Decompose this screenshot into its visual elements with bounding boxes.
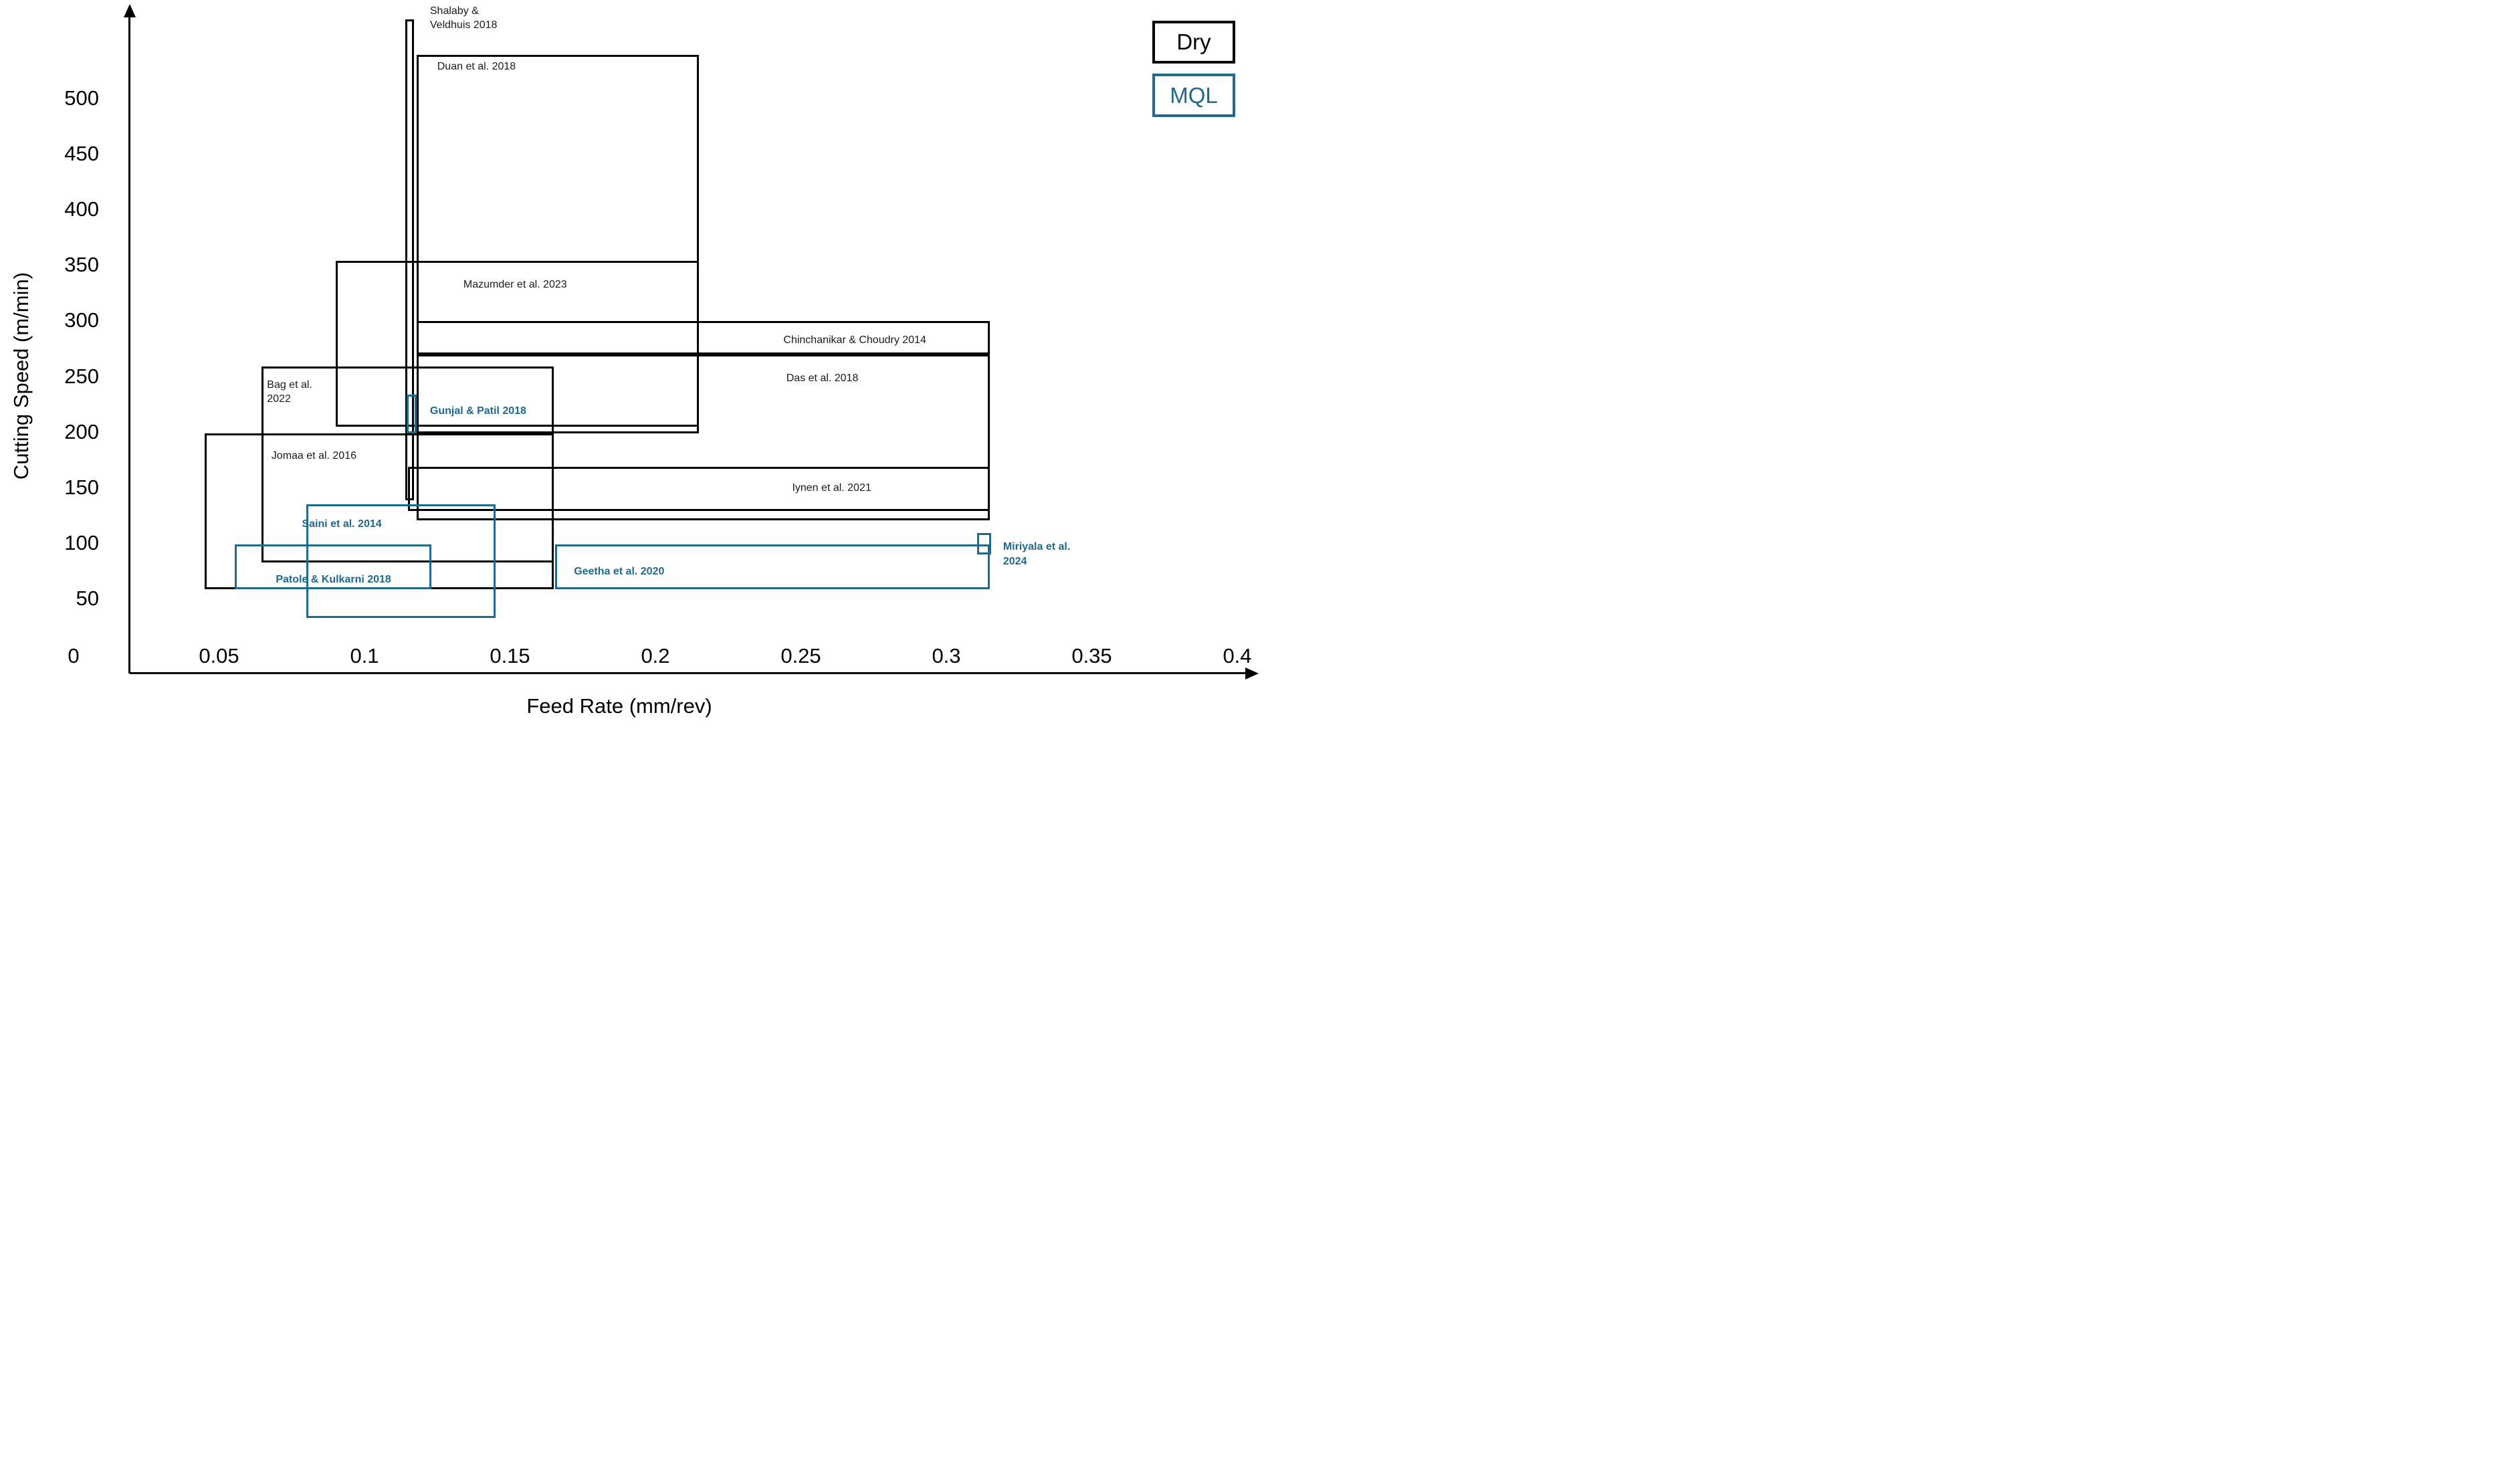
study-rect-das-et-al-2018 bbox=[417, 354, 990, 520]
study-label-jomaa-et-al-2016: Jomaa et al. 2016 bbox=[271, 450, 356, 462]
study-label-gunjal-patil-2018: Gunjal & Patil 2018 bbox=[429, 405, 526, 417]
x-tick-label-0.05: 0.05 bbox=[199, 644, 239, 667]
study-rect-iynen-et-al-2021 bbox=[408, 466, 990, 512]
y-tick-label-350: 350 bbox=[64, 253, 99, 277]
y-tick-label-100: 100 bbox=[64, 531, 99, 555]
study-label-shalaby-veldhuis-2018: Shalaby & Veldhuis 2018 bbox=[429, 5, 498, 31]
y-tick-label-450: 450 bbox=[64, 141, 99, 165]
y-tick-label-250: 250 bbox=[64, 364, 99, 388]
y-tick-label-50: 50 bbox=[76, 587, 99, 611]
study-rect-miriyala-et-al-2024 bbox=[976, 533, 992, 555]
study-label-bag-et-al-2022: Bag et al. 2022 bbox=[267, 379, 312, 405]
x-tick-label-0.3: 0.3 bbox=[932, 644, 961, 667]
study-label-iynen-et-al-2021: Iynen et al. 2021 bbox=[792, 482, 871, 494]
x-tick-label-0.35: 0.35 bbox=[1071, 644, 1112, 667]
x-tick-label-0.15: 0.15 bbox=[490, 644, 530, 667]
x-tick-label-0.4: 0.4 bbox=[1223, 644, 1252, 667]
study-label-duan-et-al-2018: Duan et al. 2018 bbox=[437, 60, 516, 72]
x-tick-label-0.1: 0.1 bbox=[350, 644, 379, 667]
study-rect-geetha-et-al-2020 bbox=[554, 544, 990, 589]
study-rect-duan-et-al-2018 bbox=[417, 55, 700, 433]
study-label-geetha-et-al-2020: Geetha et al. 2020 bbox=[574, 566, 665, 578]
study-rect-mazumder-et-al-2023 bbox=[335, 260, 700, 427]
study-label-saini-et-al-2014: Saini et al. 2014 bbox=[302, 518, 382, 530]
study-rect-chinchanikar-choudry-2014 bbox=[417, 320, 990, 354]
y-tick-label-300: 300 bbox=[64, 308, 99, 332]
x-axis-line bbox=[130, 672, 1249, 674]
x-tick-label-0.2: 0.2 bbox=[641, 644, 670, 667]
legend-item-mql: MQL bbox=[1152, 74, 1235, 117]
study-label-patole-kulkarni-2018: Patole & Kulkarni 2018 bbox=[276, 573, 391, 585]
y-tick-label-400: 400 bbox=[64, 197, 99, 221]
study-rect-patole-kulkarni-2018 bbox=[235, 544, 432, 589]
y-tick-label-500: 500 bbox=[64, 86, 99, 110]
study-rect-saini-et-al-2014 bbox=[306, 504, 496, 618]
x-axis-arrow-icon bbox=[1245, 667, 1259, 680]
x-axis-title: Feed Rate (mm/rev) bbox=[526, 694, 712, 718]
study-label-mazumder-et-al-2023: Mazumder et al. 2023 bbox=[463, 278, 567, 290]
x-tick-label-0: 0 bbox=[68, 644, 80, 667]
study-label-das-et-al-2018: Das et al. 2018 bbox=[786, 372, 859, 384]
legend-label-mql: MQL bbox=[1170, 82, 1218, 108]
y-axis-arrow-icon bbox=[124, 4, 136, 17]
study-label-miriyala-et-al-2024: Miriyala et al. 2024 bbox=[1003, 541, 1071, 567]
study-rect-gunjal-patil-2018 bbox=[407, 394, 417, 433]
x-tick-label-0.25: 0.25 bbox=[780, 644, 821, 667]
y-tick-label-200: 200 bbox=[64, 419, 99, 443]
legend-item-dry: Dry bbox=[1152, 21, 1235, 64]
y-tick-label-150: 150 bbox=[64, 475, 99, 499]
study-label-chinchanikar-choudry-2014: Chinchanikar & Choudry 2014 bbox=[783, 334, 926, 346]
legend-label-dry: Dry bbox=[1176, 29, 1211, 54]
study-range-chart: Cutting Speed (m/min) Feed Rate (mm/rev)… bbox=[0, 0, 1260, 729]
y-axis-line bbox=[128, 16, 130, 673]
